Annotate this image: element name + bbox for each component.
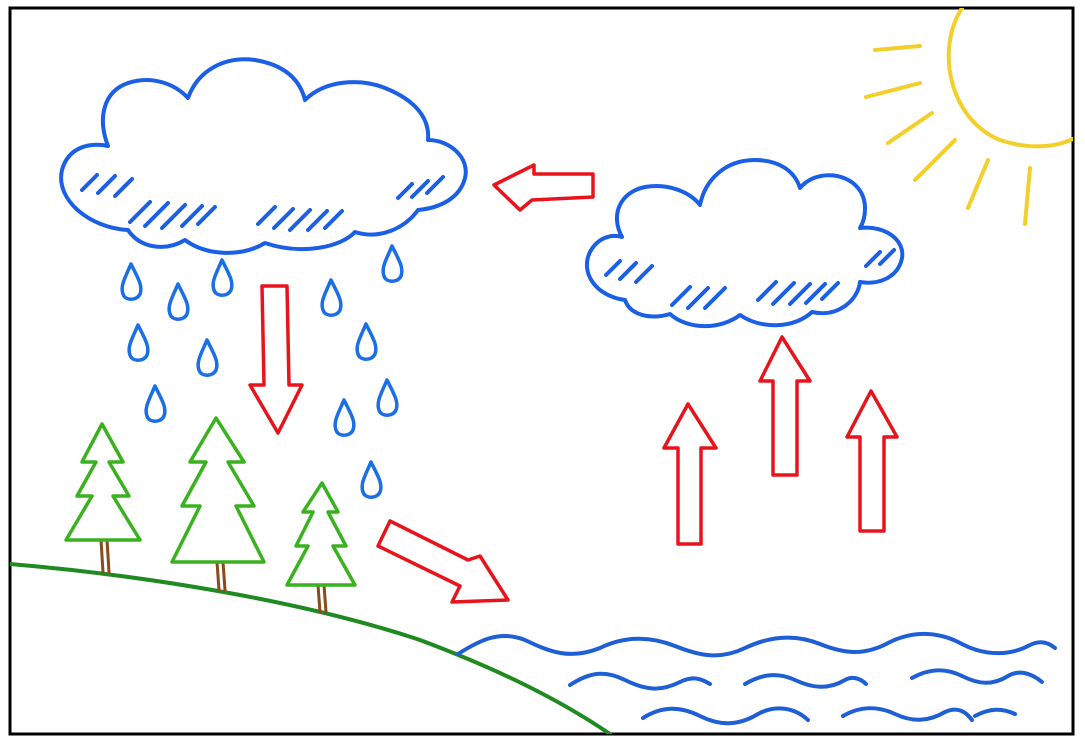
- diagram-svg: [0, 0, 1085, 736]
- water-cycle-diagram: [0, 0, 1085, 736]
